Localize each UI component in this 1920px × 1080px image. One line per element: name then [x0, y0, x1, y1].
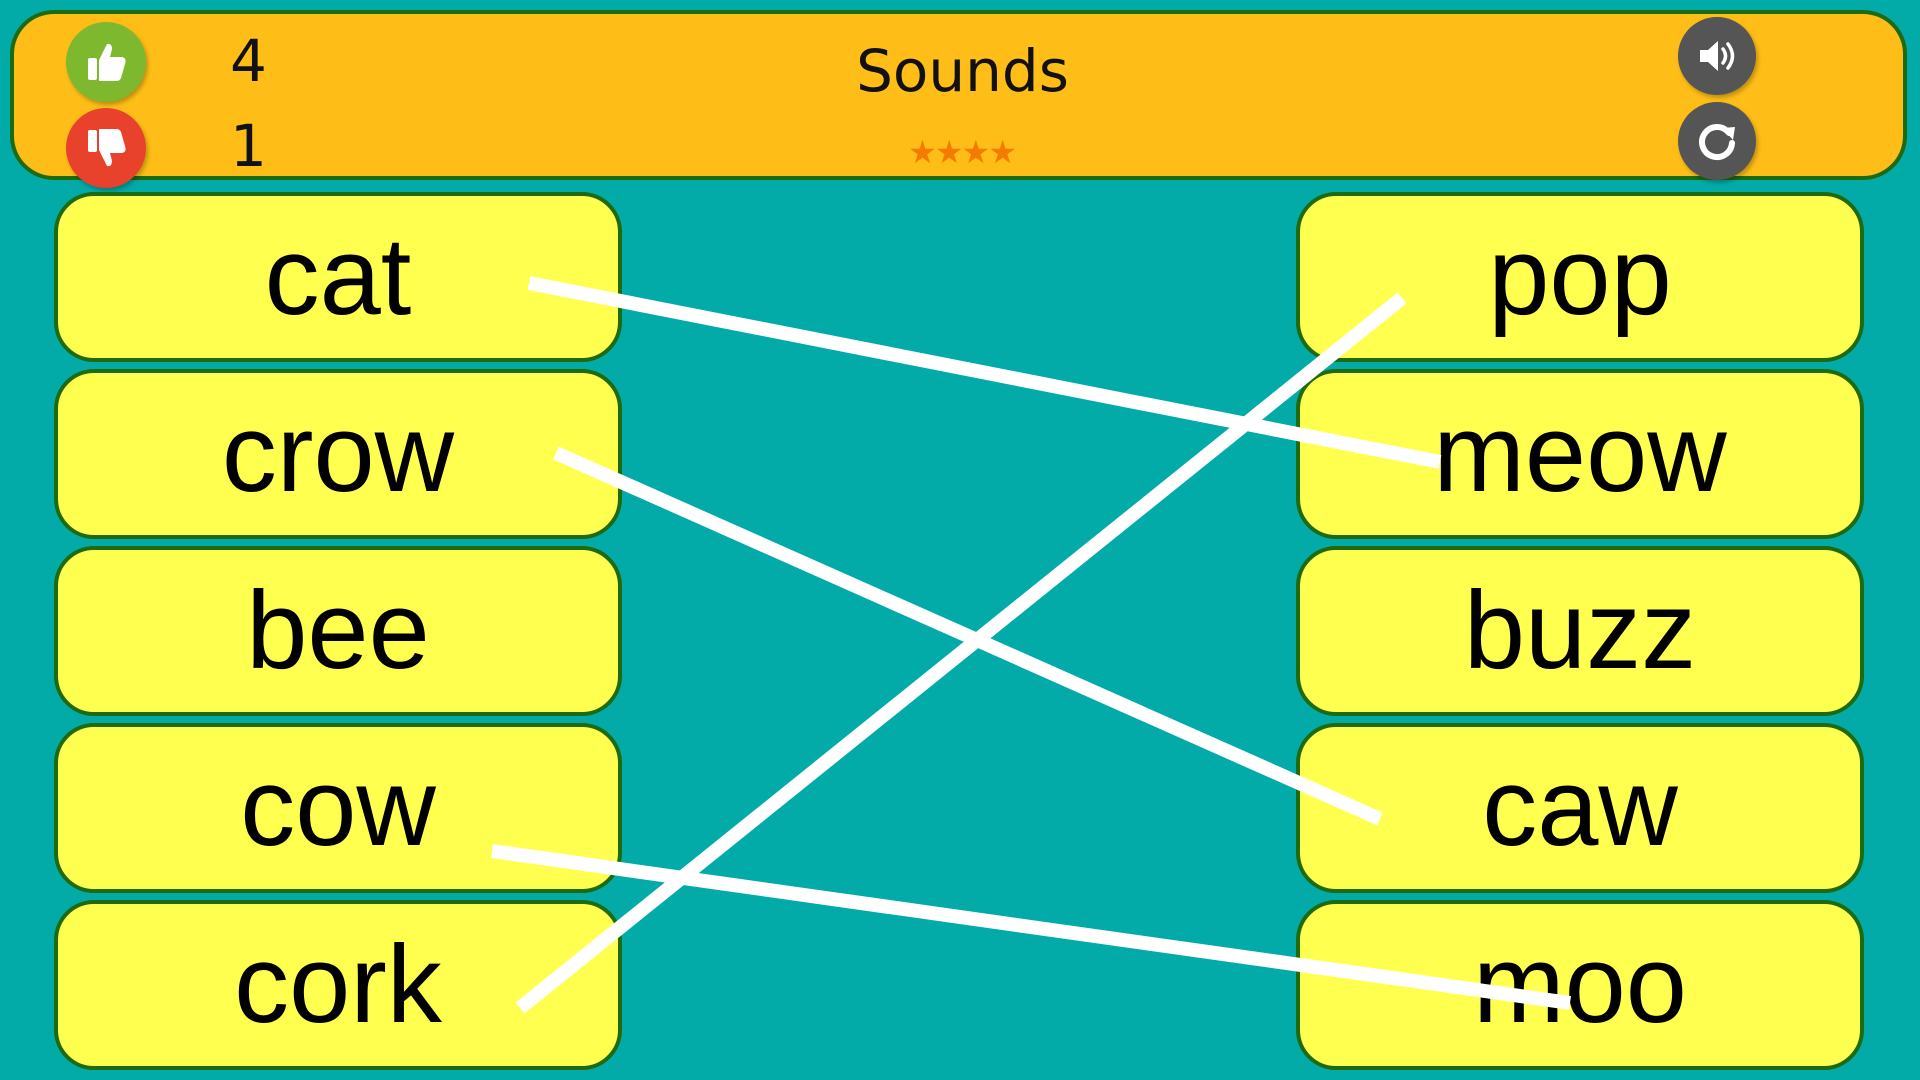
restart-icon[interactable] — [1678, 102, 1756, 180]
sound-card-meow[interactable]: meow — [1296, 369, 1864, 539]
link-cork-pop — [515, 292, 1407, 1014]
word-card-crow[interactable]: crow — [54, 369, 622, 539]
wrong-count: 1 — [230, 112, 267, 180]
star-rating: ★ ★ ★ ★ — [14, 136, 1911, 168]
star-icon: ★ — [961, 133, 991, 171]
page-title: Sounds — [856, 37, 1069, 105]
sound-card-caw[interactable]: caw — [1296, 723, 1864, 893]
word-card-cow[interactable]: cow — [54, 723, 622, 893]
sound-card-buzz[interactable]: buzz — [1296, 546, 1864, 716]
thumbs-down-icon — [66, 108, 146, 188]
header-bar: 4 1 Sounds ★ ★ ★ ★ — [10, 10, 1907, 188]
word-card-cat[interactable]: cat — [54, 192, 622, 362]
word-card-cork[interactable]: cork — [54, 900, 622, 1070]
sound-card-pop[interactable]: pop — [1296, 192, 1864, 362]
link-crow-caw — [553, 446, 1383, 826]
speaker-icon[interactable] — [1678, 17, 1756, 95]
word-card-bee[interactable]: bee — [54, 546, 622, 716]
sound-card-moo[interactable]: moo — [1296, 900, 1864, 1070]
thumbs-up-icon — [66, 22, 146, 102]
star-icon: ★ — [988, 133, 1017, 171]
correct-count: 4 — [230, 27, 267, 95]
star-icon: ★ — [908, 133, 937, 171]
star-icon: ★ — [934, 133, 964, 171]
